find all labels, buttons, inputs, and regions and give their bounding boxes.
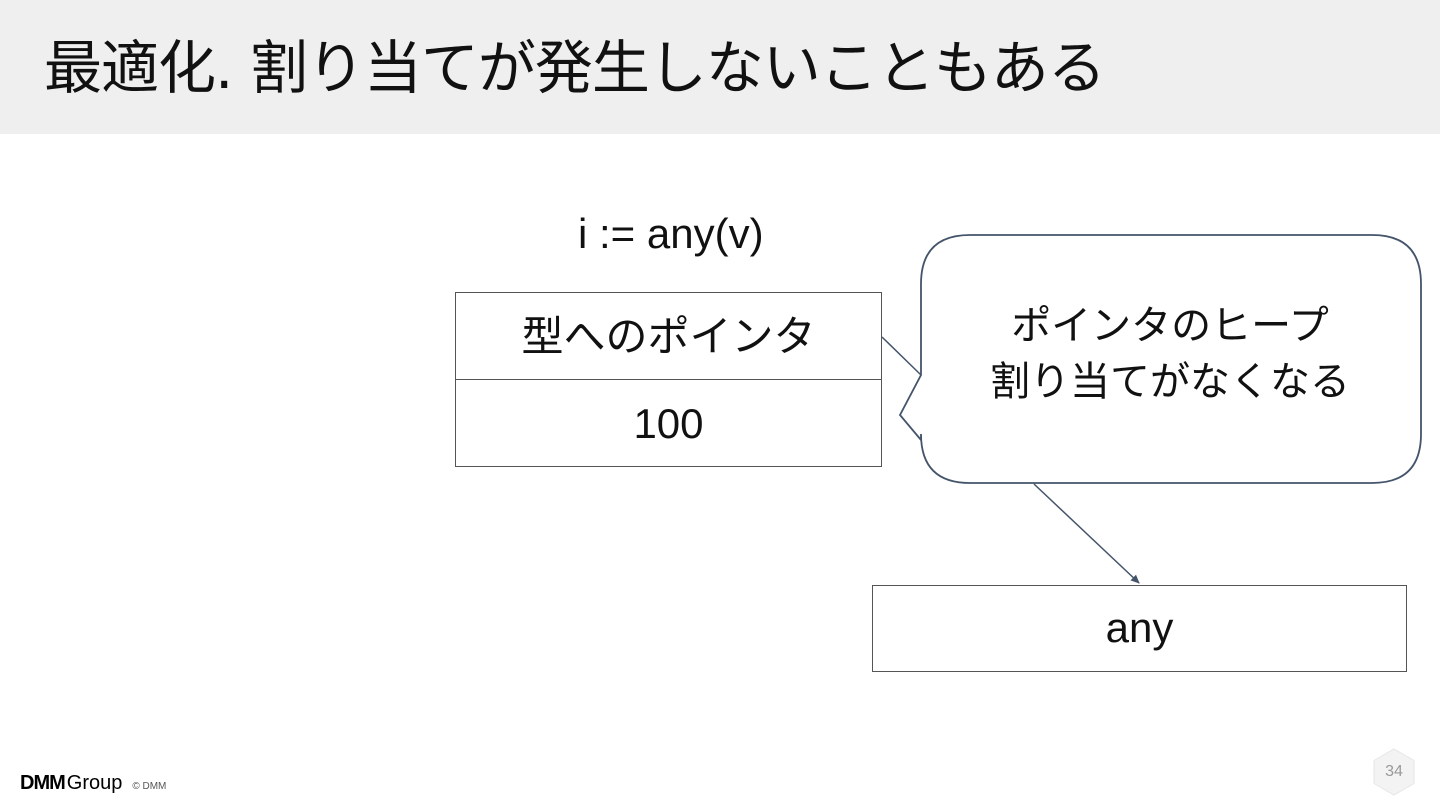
footer-logo: DMM Group © DMM <box>20 772 166 794</box>
page-number: 34 <box>1385 763 1403 780</box>
callout-line-2: 割り当てがなくなる <box>990 359 1350 405</box>
any-box: any <box>872 585 1407 672</box>
type-pointer-cell: 型へのポインタ <box>456 293 881 380</box>
value-cell: 100 <box>633 400 704 447</box>
arrow-down-right-icon <box>1033 483 1140 584</box>
slide-title: 最適化. 割り当てが発生しないこともある <box>44 34 1106 102</box>
code-snippet: i := any(v) <box>578 210 764 257</box>
dmm-logo-mark: DMM <box>20 772 66 794</box>
callout-text: ポインタのヒープ 割り当てがなくなる <box>930 298 1410 410</box>
callout-line-1: ポインタのヒープ <box>1011 303 1329 349</box>
dmm-logo-group: Group <box>66 772 123 794</box>
copyright-text: © DMM <box>132 781 167 792</box>
interface-struct-box: 型へのポインタ 100 <box>455 292 882 467</box>
header-band <box>0 0 1440 134</box>
bubble-leader-line <box>881 336 922 376</box>
